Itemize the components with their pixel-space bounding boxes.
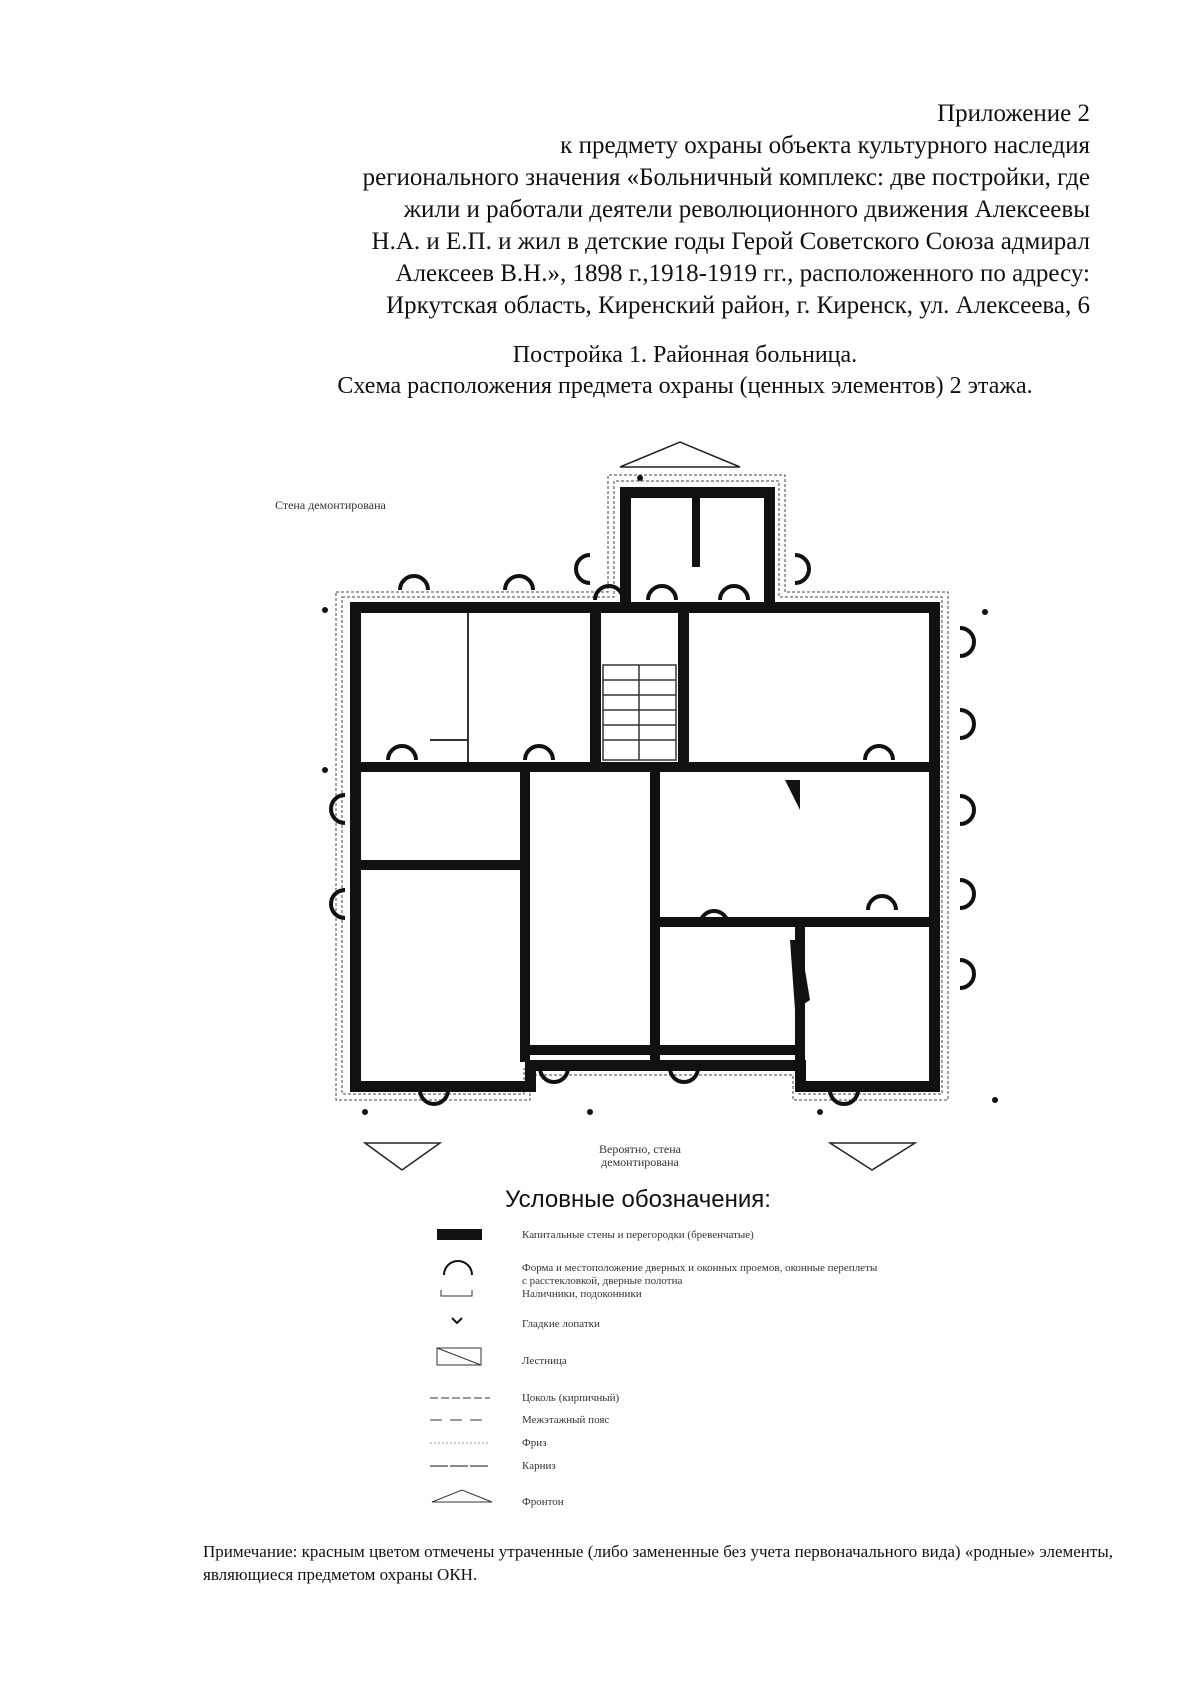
appendix-header: Приложение 2 к предмету охраны объекта к… <box>190 98 1090 322</box>
legend-item: Карниз <box>522 1460 556 1472</box>
legend-item: Лестница <box>522 1355 567 1367</box>
header-line: Алексеев В.Н.», 1898 г.,1918-1919 гг., р… <box>395 260 1090 287</box>
walls <box>350 487 940 1092</box>
title-line-1: Постройка 1. Районная больница. <box>512 342 858 368</box>
legend-item: Межэтажный пояс <box>522 1414 610 1426</box>
legend-title: Условные обозначения: <box>505 1186 771 1213</box>
legend-item: Цоколь (кирпичный) <box>522 1392 620 1404</box>
legend-icons <box>430 1229 493 1503</box>
plinth-outline <box>335 474 949 1101</box>
legend-item: Наличники, подоконники <box>522 1288 642 1300</box>
openings <box>329 553 976 1106</box>
legend-item: Фронтон <box>522 1496 564 1508</box>
legend-item: Фриз <box>522 1437 547 1449</box>
header-line: Приложение 2 <box>937 100 1090 127</box>
annotation-wall-probably-dismantled: Вероятно, стена демонтирована <box>575 1143 705 1169</box>
header-line: к предмету охраны объекта культурного на… <box>560 132 1090 159</box>
header-line: жили и работали деятели революционного д… <box>403 196 1090 223</box>
pediment-top <box>619 441 741 468</box>
pediment-bottom-left <box>362 1142 443 1171</box>
title-line-2: Схема расположения предмета охраны (ценн… <box>337 373 1033 399</box>
annotation-line-2: демонтирована <box>601 1155 679 1169</box>
header-line: Иркутская область, Киренский район, г. К… <box>386 292 1090 319</box>
pediment-bottom-right <box>827 1142 918 1171</box>
legend-item: Капитальные стены и перегородки (бревенч… <box>522 1229 754 1241</box>
pilaster-marks <box>322 475 998 1115</box>
plan-title: Постройка 1. Районная больница. Схема ра… <box>0 340 1200 402</box>
frieze-outline <box>341 480 943 1095</box>
annotation-wall-dismantled: Стена демонтирована <box>275 498 386 512</box>
header-line: Н.А. и Е.П. и жил в детские годы Герой С… <box>371 228 1090 255</box>
legend-item: Форма и местоположение дверных и оконных… <box>522 1262 878 1287</box>
header-line: регионального значения «Больничный компл… <box>362 164 1090 191</box>
annotation-line-1: Вероятно, стена <box>599 1142 681 1156</box>
legend-item: Гладкие лопатки <box>522 1318 600 1330</box>
staircase <box>602 664 677 761</box>
footnote: Примечание: красным цветом отмечены утра… <box>203 1542 1113 1584</box>
